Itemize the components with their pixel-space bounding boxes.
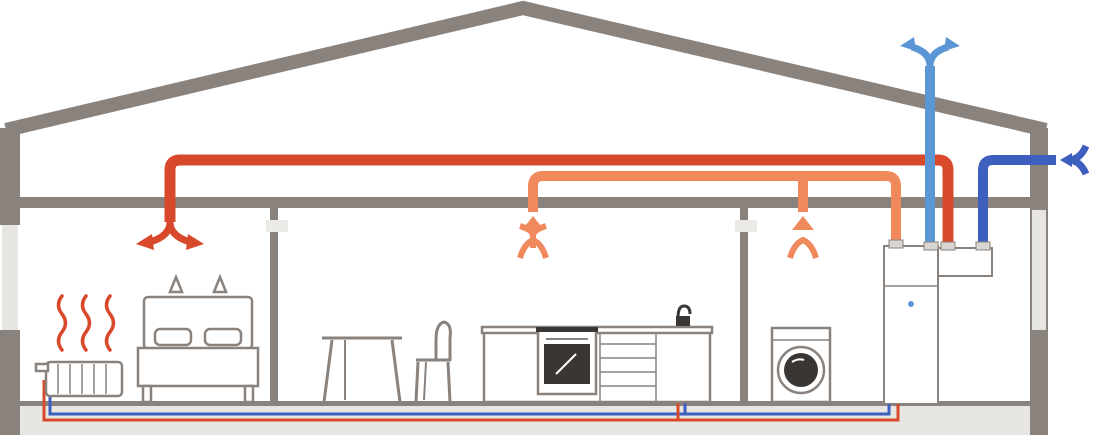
fresh-duct-line [978,155,1056,248]
partition-walls [266,208,757,403]
supply-arrow-icon [136,221,204,250]
supply-air-duct [136,154,954,250]
bed-leg-right [243,384,255,404]
duct-collar-3 [940,241,956,251]
vent-grille-left [266,220,288,232]
washer-window [784,353,818,387]
left-wall-lower [0,330,20,435]
duct-collar-2 [923,241,939,251]
radiator-body [44,360,124,398]
left-wall-upper [0,128,20,225]
fresh-air-duct [978,144,1090,248]
heat-waves-icon [56,294,116,352]
table [322,336,402,403]
oven-top [536,327,598,332]
floor-line [18,401,1030,406]
extract-arrow-icon [517,216,549,259]
exterior-walls [0,128,1048,435]
lamp-icon-right [212,273,228,294]
ventilation-unit [937,247,993,277]
exhaust-air-duct [900,37,960,248]
radiator-valve [34,362,50,373]
heat-pump-indicator [908,301,914,307]
radiator [34,294,124,398]
chair [414,320,452,403]
roof [4,0,1048,137]
heat-pump-unit [883,239,993,405]
bed-mattress [136,346,260,388]
oven [536,327,598,396]
washing-machine [770,326,832,404]
fresh-arrow-icon [1060,144,1090,176]
bed-pillow-right [203,327,243,347]
right-wall-window [1032,210,1046,330]
extract-arrow-icon-2 [787,216,819,259]
bed [136,273,260,404]
lamp-icon-left [168,273,184,294]
oven-glass-glare [555,353,577,375]
bed-leg-left [141,384,153,404]
vent-grille-right [735,220,757,232]
bed-pillow-left [153,327,193,347]
left-wall-window [2,225,18,330]
extract-duct-line [528,171,901,245]
duct-collar-4 [975,241,991,251]
supply-duct-line [164,154,954,245]
hot-water-pipe [42,380,900,422]
sink-tap [676,304,692,326]
duct-collar-1 [888,239,904,249]
extract-air-duct [517,171,901,259]
exhaust-arrow-icon [900,37,960,67]
partition-bedroom [270,208,278,403]
ceiling [18,197,1030,208]
heat-pump-body [883,245,939,405]
floor-slab [18,401,1030,435]
partition-utility [740,208,748,403]
